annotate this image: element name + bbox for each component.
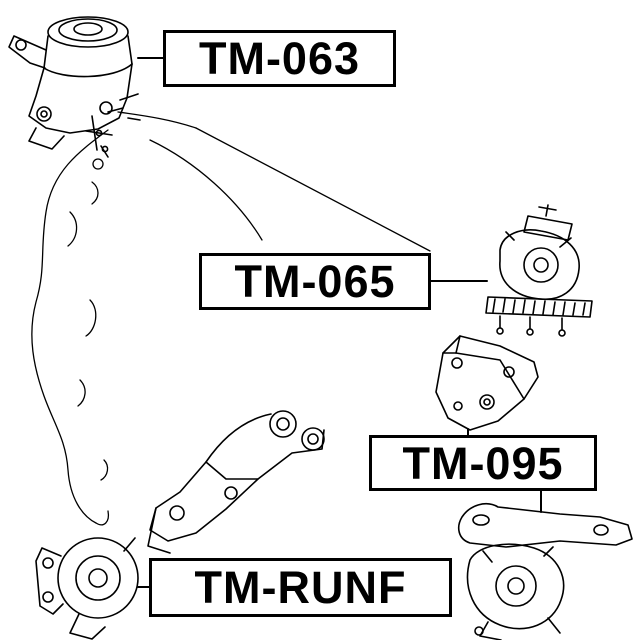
label-tm095-text: TM-095 xyxy=(402,437,564,489)
label-box-tm065: TM-065 xyxy=(199,253,431,310)
label-box-tmrunf: TM-RUNF xyxy=(149,558,452,617)
engine-outline-drawing xyxy=(31,111,431,526)
part-tm095-bracket-drawing xyxy=(435,335,539,431)
part-tm065-mount-drawing xyxy=(485,204,593,337)
label-box-tm063: TM-063 xyxy=(163,30,396,87)
label-box-tm095: TM-095 xyxy=(369,435,597,491)
label-tmrunf-text: TM-RUNF xyxy=(194,562,407,613)
part-bottom-right-mount-drawing xyxy=(457,503,633,640)
part-tmrunf-bracket-drawing xyxy=(147,410,325,554)
leader-lines xyxy=(137,57,542,588)
label-tm063-text: TM-063 xyxy=(198,33,361,84)
label-tm065-text: TM-065 xyxy=(234,256,396,307)
part-tmrunf-mount-drawing xyxy=(35,537,139,640)
part-tm063-mount-drawing xyxy=(8,16,141,158)
